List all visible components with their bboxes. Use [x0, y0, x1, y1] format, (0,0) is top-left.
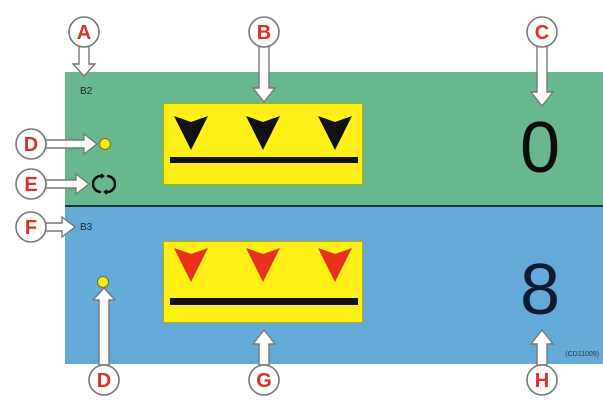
top-bank-label: B2: [80, 86, 93, 97]
cycle-icon: [92, 173, 116, 195]
callout-d-bottom-letter: D: [97, 370, 111, 392]
callout-c: C: [526, 16, 558, 108]
bottom-count-value: 8: [520, 250, 561, 330]
bottom-baseline-bar: [170, 298, 358, 305]
callout-e-letter: E: [24, 174, 37, 196]
top-down-arrow-icon: [174, 116, 208, 150]
top-arrow-box: [163, 103, 363, 185]
top-indicator-dot-icon: [99, 138, 111, 150]
callout-b-letter: B: [257, 22, 271, 44]
callout-h: H: [526, 328, 558, 396]
callout-d-top-letter: D: [24, 134, 38, 156]
bottom-down-arrow-icon: [318, 248, 352, 282]
callout-g: G: [248, 328, 280, 396]
callout-a: A: [68, 16, 100, 78]
bottom-bank-label: B3: [80, 222, 93, 233]
top-baseline-bar: [170, 157, 358, 163]
top-down-arrow-icon: [246, 116, 280, 150]
bottom-arrow-box: [163, 241, 363, 323]
callout-g-letter: G: [256, 370, 272, 392]
bottom-arrow-group: [174, 248, 352, 282]
top-count-value: 0: [520, 108, 561, 188]
callout-e: E: [15, 168, 91, 200]
callout-c-letter: C: [535, 22, 549, 44]
callout-d-bottom: D: [88, 286, 120, 396]
callout-a-letter: A: [77, 22, 91, 44]
top-down-arrow-icon: [318, 116, 352, 150]
bottom-down-arrow-icon: [246, 248, 280, 282]
top-arrow-group: [174, 116, 352, 150]
figure-reference: (CD11009): [565, 351, 599, 358]
bottom-indicator-dot-icon: [97, 276, 109, 288]
callout-b: B: [248, 16, 280, 104]
bottom-down-arrow-icon: [174, 248, 208, 282]
callout-f: F: [15, 211, 77, 243]
callout-f-letter: F: [25, 217, 37, 239]
panel-divider: [65, 205, 603, 207]
callout-h-letter: H: [535, 370, 549, 392]
callout-d-top: D: [15, 128, 99, 160]
